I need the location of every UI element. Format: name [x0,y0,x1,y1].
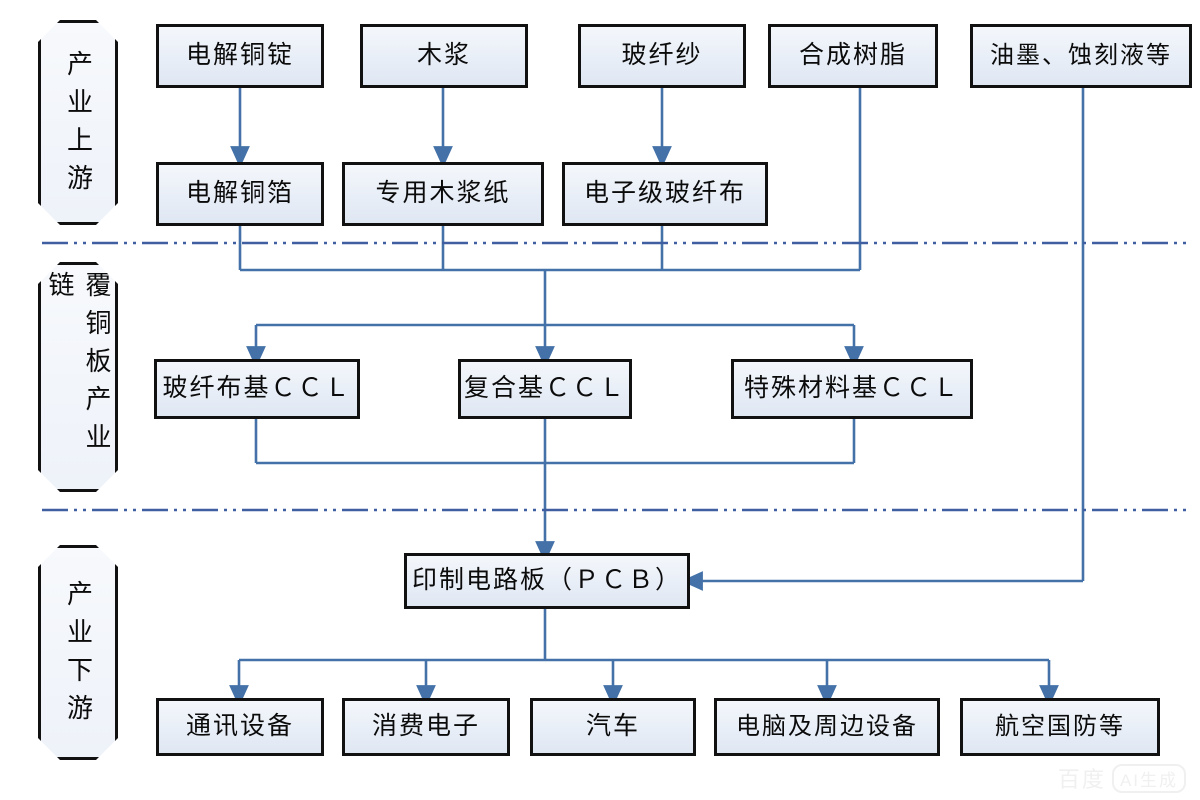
stage-tag-downstream[interactable]: 产业下游 [38,545,118,760]
node-consumer-electronics-label: 消费电子 [371,713,480,741]
node-wood-pulp-label: 木浆 [416,42,471,70]
node-glass-cloth-label: 电子级玻纤布 [583,180,746,208]
node-consumer-electronics[interactable]: 消费电子 [342,698,510,756]
node-glass-yarn[interactable]: 玻纤纱 [578,24,746,88]
node-automotive-label: 汽车 [585,713,640,741]
node-synthetic-resin[interactable]: 合成树脂 [768,24,938,88]
node-ink-etchant[interactable]: 油墨、蚀刻液等 [970,24,1192,88]
stage-tag-ccl[interactable]: 覆铜板产业链 [38,262,118,492]
node-aerospace-defense-label: 航空国防等 [995,713,1125,740]
node-pulp-paper[interactable]: 专用木浆纸 [342,162,544,226]
node-copper-foil[interactable]: 电解铜箔 [156,162,324,226]
node-ccl-special[interactable]: 特殊材料基ＣＣＬ [731,359,973,419]
node-ccl-composite-label: 复合基ＣＣＬ [463,375,626,403]
node-synthetic-resin-label: 合成树脂 [798,42,907,70]
node-glass-cloth[interactable]: 电子级玻纤布 [562,162,768,226]
node-copper-foil-label: 电解铜箔 [185,180,294,208]
stage-tag-upstream-label: 产业上游 [63,49,93,202]
node-ccl-special-label: 特殊材料基ＣＣＬ [743,375,960,403]
node-pcb[interactable]: 印制电路板（ＰＣＢ） [404,553,690,609]
node-telecom[interactable]: 通讯设备 [156,698,324,756]
node-pcb-label: 印制电路板（ＰＣＢ） [411,567,682,595]
node-telecom-label: 通讯设备 [185,713,294,741]
node-pulp-paper-label: 专用木浆纸 [375,180,511,208]
stage-tag-ccl-label: 覆铜板产业链 [45,271,111,461]
stage-tag-upstream[interactable]: 产业上游 [38,20,118,225]
node-copper-ingot[interactable]: 电解铜锭 [156,24,324,88]
watermark: 百度 AI生成 [1058,762,1186,794]
node-glass-yarn-label: 玻纤纱 [621,42,703,70]
stage-tag-downstream-label: 产业下游 [63,579,93,732]
node-automotive[interactable]: 汽车 [530,698,696,756]
watermark-brand: 百度 [1057,767,1106,792]
node-computer-peripherals[interactable]: 电脑及周边设备 [714,698,940,756]
watermark-tag: AI生成 [1111,763,1186,793]
node-ink-etchant-label: 油墨、蚀刻液等 [990,42,1172,69]
node-ccl-glass-label: 玻纤布基ＣＣＬ [162,375,352,403]
node-copper-ingot-label: 电解铜锭 [185,42,294,70]
node-computer-peripherals-label: 电脑及周边设备 [736,713,918,740]
node-ccl-glass[interactable]: 玻纤布基ＣＣＬ [154,359,360,419]
node-ccl-composite[interactable]: 复合基ＣＣＬ [458,359,632,419]
node-wood-pulp[interactable]: 木浆 [360,24,528,88]
node-aerospace-defense[interactable]: 航空国防等 [960,698,1160,756]
